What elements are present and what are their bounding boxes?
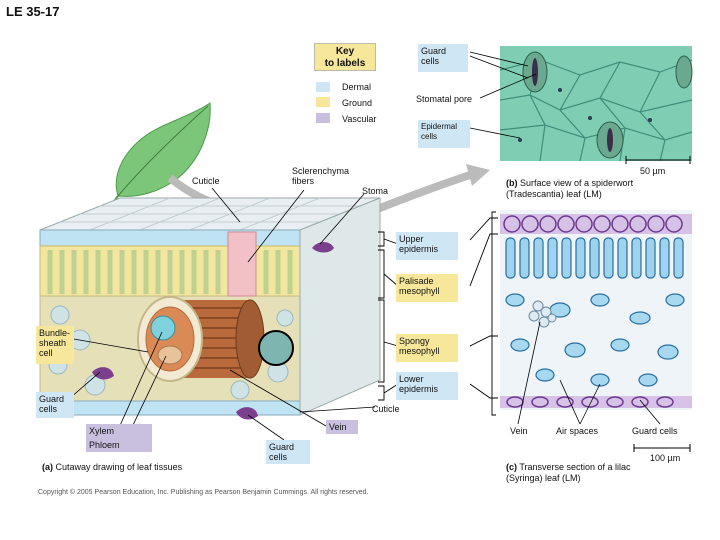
micrograph-surface-view <box>499 46 693 162</box>
leader-lines-c <box>517 321 661 425</box>
key-label-ground: Ground <box>342 98 373 108</box>
label-cuticle-bottom: Cuticle <box>372 404 400 414</box>
label-sclerenchyma: Sclerenchyma fibers <box>292 166 350 186</box>
caption-a: (a) Cutaway drawing of leaf tissues <box>42 462 182 473</box>
caption-b-letter: (b) <box>506 178 518 188</box>
key-swatch-ground <box>316 97 330 107</box>
label-palisade: Palisade mesophyll <box>396 274 458 302</box>
label-guard-cells-c: Guard cells <box>632 426 678 436</box>
key-title: Key to labels <box>314 43 376 71</box>
key-label-dermal: Dermal <box>342 82 372 92</box>
caption-a-text: Cutaway drawing of leaf tissues <box>55 462 183 472</box>
caption-c-text: Transverse section of a lilac (Syringa) … <box>506 462 631 483</box>
caption-a-letter: (a) <box>42 462 53 472</box>
label-upper-epidermis: Upper epidermis <box>396 232 458 260</box>
label-epidermal-cells: Epidermal cells <box>418 120 470 148</box>
caption-b-text: Surface view of a spiderwort (Tradescant… <box>506 178 634 199</box>
center-brackets <box>378 211 498 416</box>
label-guard-cells-b: Guard cells <box>418 44 468 72</box>
label-stoma: Stoma <box>362 186 389 196</box>
caption-c: (c) Transverse section of a lilac (Syrin… <box>506 462 631 484</box>
key-swatch-dermal <box>316 82 330 92</box>
label-xylem: Xylem <box>86 424 152 438</box>
leaf-block-drawing <box>39 197 381 420</box>
scale-label-c: 100 µm <box>650 453 681 463</box>
leader-lines-a <box>67 187 376 445</box>
figure-title: LE 35-17 <box>6 4 60 19</box>
label-guard-cells-a: Guard cells <box>36 392 74 418</box>
leaf-icon <box>111 102 211 205</box>
label-air-spaces: Air spaces <box>556 426 599 436</box>
scale-label-b: 50 µm <box>640 166 666 176</box>
copyright-notice: Copyright © 2005 Pearson Education, Inc.… <box>38 489 369 496</box>
label-spongy: Spongy mesophyll <box>396 334 458 362</box>
label-guard-cells-bottom: Guard cells <box>266 440 310 464</box>
label-lower-epidermis: Lower epidermis <box>396 372 458 400</box>
label-vein-c: Vein <box>510 426 528 436</box>
caption-b: (b) Surface view of a spiderwort (Trades… <box>506 178 633 200</box>
key-label-vascular: Vascular <box>342 114 377 124</box>
label-vein-a: Vein <box>326 420 358 434</box>
key-swatch-vascular <box>316 113 330 123</box>
label-phloem: Phloem <box>86 438 152 452</box>
label-cuticle-top: Cuticle <box>192 176 220 186</box>
micrograph-transverse-section <box>500 210 692 410</box>
label-stomatal-pore: Stomatal pore <box>416 94 473 104</box>
label-bundle-sheath: Bundle- sheath cell <box>36 326 74 364</box>
caption-c-letter: (c) <box>506 462 517 472</box>
